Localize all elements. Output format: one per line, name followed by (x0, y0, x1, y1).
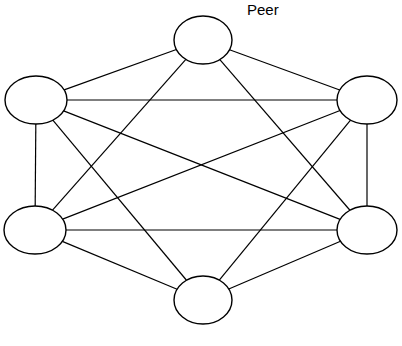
mesh-link (35, 124, 37, 206)
mesh-link (66, 229, 337, 230)
ellipse (174, 16, 232, 64)
mesh-link (53, 59, 186, 210)
mesh-link (230, 50, 340, 90)
ellipse-outline (4, 75, 68, 125)
mesh-link (67, 99, 337, 100)
mesh-link (64, 111, 340, 220)
ellipse-outline (336, 205, 398, 255)
ellipse (4, 206, 66, 254)
ellipse (337, 206, 397, 254)
mesh-link (219, 120, 350, 280)
ellipse-outline (173, 15, 233, 65)
peer-ellipse: Peer (173, 15, 233, 65)
node-label: Peer (247, 1, 279, 18)
peer-ellipse (4, 75, 68, 125)
ellipse (5, 76, 67, 124)
mesh-link (64, 50, 176, 90)
ellipse-outline (336, 75, 398, 125)
ellipse (174, 276, 232, 324)
ellipse-outline (3, 205, 67, 255)
peer-ellipse (3, 205, 67, 255)
peer-ellipse (173, 275, 233, 325)
mesh-link (63, 111, 340, 220)
peer-ellipse (336, 75, 398, 125)
peer-ellipse (336, 205, 398, 255)
ellipse (337, 76, 397, 124)
mesh-link (229, 241, 341, 289)
ellipse-outline (173, 275, 233, 325)
mesh-link (366, 124, 367, 206)
mesh-link (62, 241, 177, 289)
mesh-link (220, 60, 350, 211)
mesh-link (53, 120, 187, 280)
